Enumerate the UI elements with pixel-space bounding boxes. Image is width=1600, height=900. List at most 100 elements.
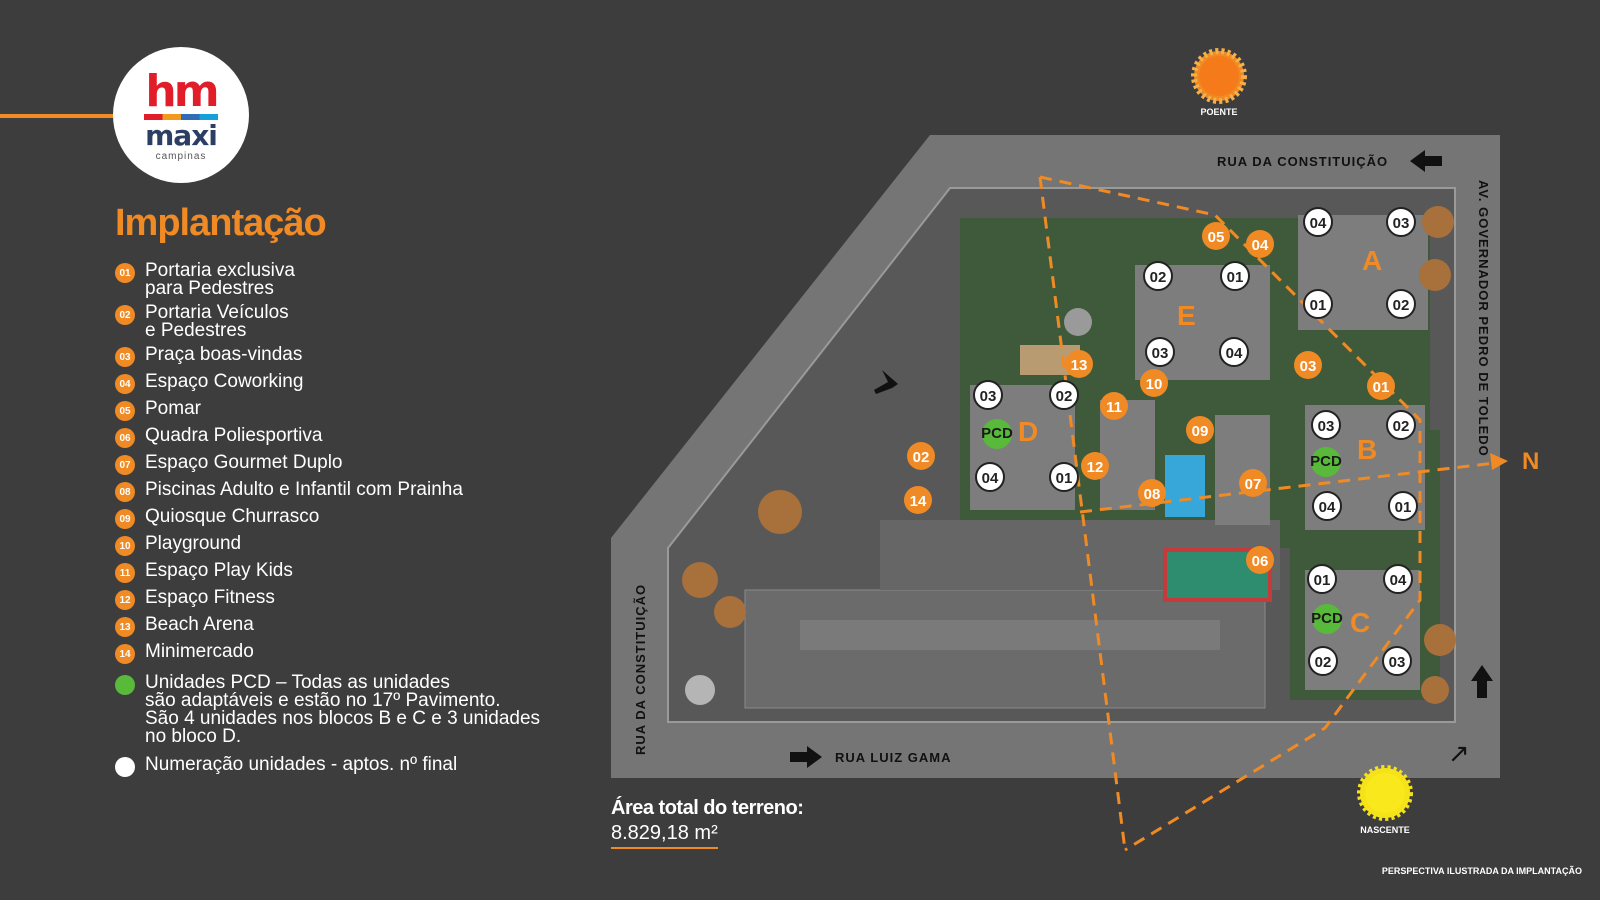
svg-text:07: 07 (1245, 476, 1262, 493)
tree (682, 562, 718, 598)
pool (1165, 455, 1205, 517)
north-label: N (1522, 448, 1539, 475)
sun-icon (1191, 48, 1247, 104)
svg-text:01: 01 (1227, 269, 1244, 286)
svg-text:04: 04 (1226, 345, 1243, 362)
svg-text:03: 03 (1152, 345, 1169, 362)
svg-text:04: 04 (1390, 572, 1407, 589)
image-caption: PERSPECTIVA ILUSTRADA DA IMPLANTAÇÃO (1381, 866, 1582, 876)
tree (714, 596, 746, 628)
tree (685, 675, 715, 705)
legend-badge: 09 (115, 509, 135, 529)
pcd-label: PCD (1311, 610, 1343, 627)
unit-marker: 03 (1382, 646, 1412, 676)
amenity-marker: 12 (1081, 452, 1109, 480)
svg-text:04: 04 (1319, 499, 1336, 516)
block-letter: C (1350, 607, 1370, 638)
arrow-right-icon (790, 746, 822, 768)
logo-city-text: campinas (155, 151, 207, 162)
svg-text:01: 01 (1314, 572, 1331, 589)
sun-path-line (1039, 175, 1422, 852)
legend-item-numbering: Numeração unidades - aptos. nº final (115, 755, 565, 777)
amenity-marker: 05 (1202, 222, 1230, 250)
unit-marker: 03 (1311, 410, 1341, 440)
sun-icon (1357, 765, 1413, 821)
legend-badge: 06 (115, 428, 135, 448)
svg-text:01: 01 (1373, 379, 1390, 396)
legend-badge: 07 (115, 455, 135, 475)
svg-text:03: 03 (1389, 654, 1406, 671)
tree (1422, 206, 1454, 238)
legend-badge: 04 (115, 374, 135, 394)
amenity-marker: 11 (1100, 392, 1128, 420)
svg-text:02: 02 (1393, 297, 1410, 314)
legend-badge: 03 (115, 347, 135, 367)
tree (758, 490, 802, 534)
legend-badge: 11 (115, 563, 135, 583)
tree (1424, 624, 1456, 656)
street-label-top: RUA DA CONSTITUIÇÃO (1217, 154, 1388, 169)
unit-marker: 04 (1312, 491, 1342, 521)
block-letter: A (1362, 245, 1382, 276)
legend-item: 13 Beach Arena (115, 614, 565, 637)
white-dot-icon (115, 757, 135, 777)
unit-marker: 01 (1220, 261, 1250, 291)
legend-label: Espaço Play Kids (145, 560, 293, 581)
legend-label: Pomar (145, 398, 201, 419)
unit-marker: 01 (1307, 564, 1337, 594)
logo-hm-text: hm (145, 66, 219, 117)
tree (1419, 259, 1451, 291)
svg-text:06: 06 (1252, 553, 1269, 570)
amenity-marker: 14 (904, 486, 932, 514)
amenity-marker: 04 (1246, 230, 1274, 258)
unit-marker: 03 (1386, 207, 1416, 237)
legend-badge: 10 (115, 536, 135, 556)
legend-badge: 05 (115, 401, 135, 421)
svg-text:02: 02 (1393, 418, 1410, 435)
amenity-marker: 07 (1239, 469, 1267, 497)
street-label-right: AV. GOVERNADOR PEDRO DE TOLEDO (1476, 180, 1491, 457)
street-label-bottom: RUA LUIZ GAMA (835, 750, 952, 765)
unit-marker: 04 (1219, 337, 1249, 367)
svg-text:02: 02 (913, 449, 930, 466)
pcd-dot-icon (115, 675, 135, 695)
gourmet-building (1215, 415, 1270, 525)
legend-label: Espaço Fitness (145, 587, 275, 608)
svg-text:11: 11 (1106, 399, 1122, 416)
legend-item: 05 Pomar (115, 398, 565, 421)
svg-text:09: 09 (1192, 423, 1209, 440)
north-arrow-icon (1490, 453, 1508, 470)
legend-badge: 08 (115, 482, 135, 502)
legend-label: Beach Arena (145, 614, 254, 635)
svg-text:03: 03 (1300, 358, 1317, 375)
legend-label: Espaço Coworking (145, 371, 304, 392)
legend-item: 09 Quiosque Churrasco (115, 506, 565, 529)
unit-marker: 02 (1386, 410, 1416, 440)
unit-marker: 03 (973, 380, 1003, 410)
hm-maxi-logo: hm maxi campinas (113, 47, 249, 183)
legend-label: Portaria Veículos e Pedestres (145, 302, 289, 341)
svg-text:03: 03 (980, 388, 997, 405)
amenity-marker: 10 (1140, 369, 1168, 397)
unit-marker: 01 (1049, 462, 1079, 492)
legend-label: Minimercado (145, 641, 254, 662)
legend-label: Quiosque Churrasco (145, 506, 320, 527)
svg-text:04: 04 (1310, 215, 1327, 232)
unit-marker: 04 (975, 462, 1005, 492)
unit-marker: 02 (1049, 380, 1079, 410)
legend-badge: 13 (115, 617, 135, 637)
unit-marker: 04 (1303, 207, 1333, 237)
pcd-marker: PCD (1310, 447, 1342, 477)
amenity-marker: 03 (1294, 351, 1322, 379)
svg-text:14: 14 (910, 493, 927, 510)
logo-color-bar (144, 114, 218, 120)
legend-badge: 12 (115, 590, 135, 610)
